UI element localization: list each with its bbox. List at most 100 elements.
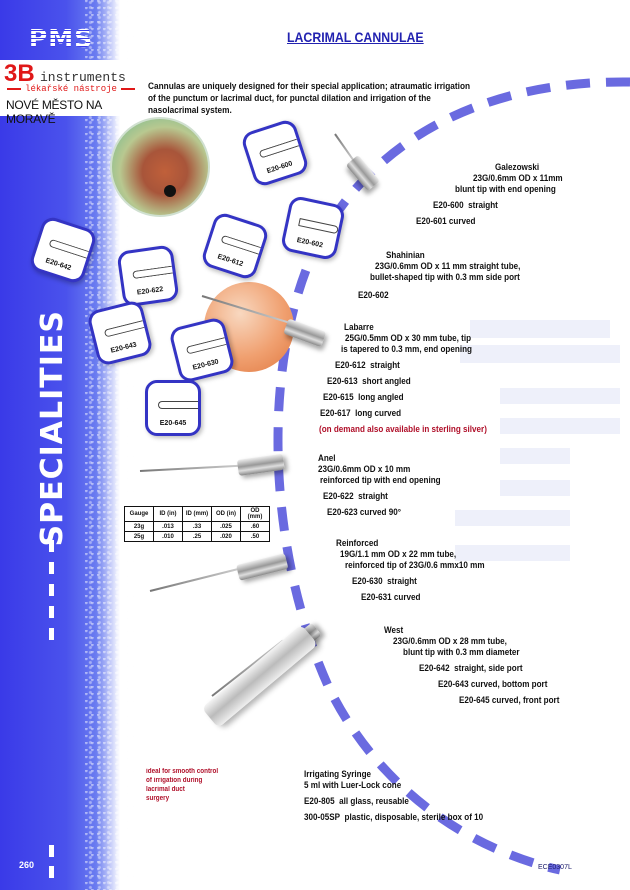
tip-card-e20-602: E20-602 [279,194,347,262]
product-desc: straight [468,200,498,210]
table-cell: .50 [240,531,270,542]
tip-card-code: E20-612 [216,253,244,269]
product-code-line: E20-602 [358,290,389,301]
product-desc: straight [358,491,388,501]
table-header: OD (mm) [240,506,270,522]
product-desc: plastic, disposable, sterile box of 10 [344,812,484,822]
table-cell: 23g [124,521,154,532]
product-code: E20-631 [361,592,392,602]
product-desc: curved [393,592,421,602]
page-title: LACRIMAL CANNULAE [287,29,424,45]
product-desc: straight, side port [454,663,523,673]
needle-anel [139,464,240,472]
sidebar-blue-band [0,0,120,890]
product-code-line: E20-642 straight, side port [419,663,523,674]
product-desc: curved [448,216,476,226]
tip-drawing-icon [48,238,89,259]
page-number: 260 [19,860,35,870]
needle-hub-reinforced [236,553,289,581]
product-name-galezowski: Galezowski [495,162,540,172]
brand-instruments: instruments [40,70,126,85]
product-code-line: E20-630 straight [352,576,417,587]
product-desc: curved, front port [491,695,560,705]
product-code: E20-617 [320,408,351,418]
product-name-reinforced: Reinforced [336,538,379,548]
irrigating-syringe-image [201,624,318,728]
product-code: E20-630 [352,576,383,586]
product-code-line: E20-631 curved [361,592,420,603]
needle-hub-anel [236,453,285,476]
needle-galezowski [334,133,355,161]
tip-card-code: E20-630 [192,358,220,372]
product-code: E20-612 [335,360,366,370]
product-code-line: E20-805 all glass, reusable [304,796,409,807]
table-cell: .25 [182,531,212,542]
product-code-line: E20-612 straight [335,360,400,371]
product-desc: long angled [358,392,404,402]
table-row: 25g .010 .25 .020 .50 [124,531,270,542]
brand-city: NOVÉ MĚSTO NA MORAVĚ [6,98,102,126]
product-spec: blunt tip with end opening [455,184,556,194]
product-code: E20-643 [438,679,469,689]
sterling-silver-note: (on demand also available in sterling si… [319,424,487,434]
product-code: E20-600 [433,200,464,210]
tip-card-code: E20-600 [266,160,294,176]
tip-card-code: E20-645 [159,420,187,427]
tip-card-e20-612: E20-612 [199,210,271,282]
product-code: E20-805 [304,796,335,806]
tip-drawing-icon [185,337,227,355]
tip-drawing-icon [158,401,198,409]
product-code: E20-615 [323,392,354,402]
tip-card-code: E20-643 [110,341,138,355]
dash-mark [49,540,54,552]
syringe-note-line: of irrigation during [146,777,203,784]
table-cell: .025 [211,521,241,532]
product-code: 300-05SP [304,812,341,822]
pms-logo-text: PMS [28,24,94,53]
dash-mark [49,866,54,878]
product-code-line: E20-615 long angled [323,392,404,403]
section-label-text: SPECIALITIES [34,310,70,547]
document-code: ECE0307L [538,864,572,871]
product-code: E20-642 [419,663,450,673]
product-code: E20-623 [327,507,358,517]
product-name-labarre: Labarre [344,322,374,332]
section-label-vertical: SPECIALITIES [32,310,72,650]
product-code-line: E20-643 curved, bottom port [438,679,547,690]
gauge-spec-table: Gauge ID (in) ID (mm) OD (in) OD (mm) 23… [124,506,270,542]
product-desc: straight [370,360,400,370]
product-name-syringe: Irrigating Syringe [304,769,372,779]
dash-mark [49,606,54,618]
brand-subtitle: lékařské nástroje [2,84,140,94]
tip-card-code: E20-642 [44,257,72,273]
table-cell: 25g [124,531,154,542]
product-spec: reinforced tip with end opening [320,475,441,485]
tip-drawing-icon [132,265,173,280]
product-code: E20-645 [459,695,490,705]
product-spec: 23G/0.6mm OD x 10 mm [318,464,411,474]
product-name-west: West [384,625,404,635]
dash-mark [49,584,54,596]
product-code-line: E20-600 straight [433,200,498,211]
table-cell: .010 [153,531,183,542]
dash-mark [49,562,54,574]
product-spec: reinforced tip of 23G/0.6 mmx10 mm [345,560,485,570]
needle-hub-galezowski [345,154,380,192]
background-shape [500,448,570,464]
syringe-note-line: lacrimal duct [146,786,185,793]
photo-eye-detail [164,185,176,197]
tip-card-code: E20-622 [136,286,164,297]
product-spec: is tapered to 0.3 mm, end opening [341,344,472,354]
syringe-note-line: surgery [146,795,170,802]
product-code-line: E20-617 long curved [320,408,401,419]
table-header-row: Gauge ID (in) ID (mm) OD (in) OD (mm) [124,506,270,522]
needle-reinforced [149,567,240,592]
background-shape [460,345,620,363]
product-spec: 25G/0.5mm OD x 30 mm tube, tip [345,333,472,343]
product-desc: all glass, reusable [339,796,409,806]
product-code-line: E20-645 curved, front port [459,695,559,706]
table-header: Gauge [124,506,154,522]
product-spec: 23G/0.6mm OD x 11mm [473,173,563,183]
table-row: 23g .013 .33 .025 .60 [124,521,270,532]
tip-card-code: E20-602 [296,236,324,250]
